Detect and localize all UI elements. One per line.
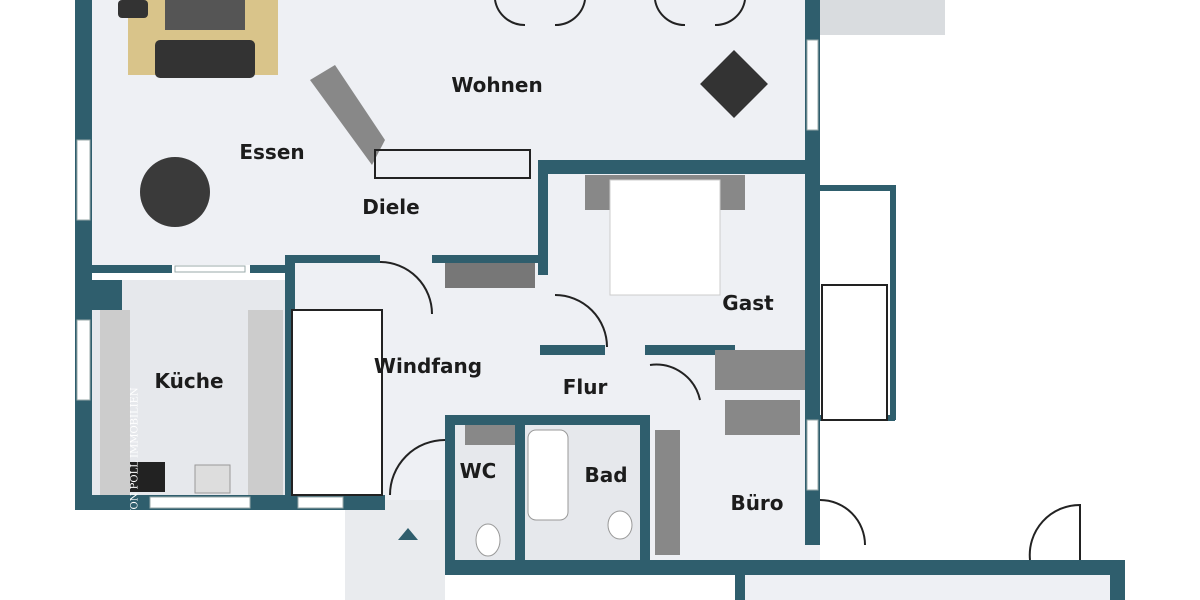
coffee-table [165, 0, 245, 30]
entrance-arrow [398, 528, 418, 540]
counter-left [100, 310, 130, 495]
stair-rail [374, 149, 531, 179]
room-label-bad: Bad [584, 463, 628, 487]
stairs-top [310, 65, 385, 165]
room-label-kueche: Küche [154, 369, 224, 393]
sink [194, 464, 231, 494]
desk [725, 400, 800, 435]
bathtub [527, 429, 569, 521]
room-label-gast: Gast [722, 291, 774, 315]
wc-shelf [465, 425, 515, 445]
sofa [155, 40, 255, 78]
dining-table-round [140, 157, 210, 227]
terrace [820, 0, 945, 35]
wardrobe-gast [715, 350, 805, 390]
toilet-bad [607, 510, 633, 540]
room-label-windfang: Windfang [373, 354, 483, 378]
armchair [118, 0, 148, 18]
room-label-diele: Diele [362, 195, 420, 219]
bed [609, 179, 721, 296]
furniture [100, 0, 888, 557]
logo-mark [75, 415, 92, 505]
shelf-buero [655, 430, 680, 555]
room-label-buero: Büro [730, 491, 784, 515]
staircase [291, 309, 383, 496]
entrance-porch [345, 500, 445, 600]
room-label-flur: Flur [562, 375, 608, 399]
balcony-stairs [821, 284, 888, 421]
stove [130, 462, 165, 492]
room-label-wc: WC [459, 459, 497, 483]
room-label-essen: Essen [239, 140, 305, 164]
walls [75, 0, 1125, 600]
toilet-wc [475, 523, 501, 557]
room-label-wohnen: Wohnen [451, 73, 543, 97]
logo: VP VON POLL IMMOBILIEN [129, 387, 141, 534]
wardrobe-diele [445, 263, 535, 288]
counter-right [248, 310, 283, 495]
windows [76, 39, 819, 509]
doors [379, 0, 1081, 561]
